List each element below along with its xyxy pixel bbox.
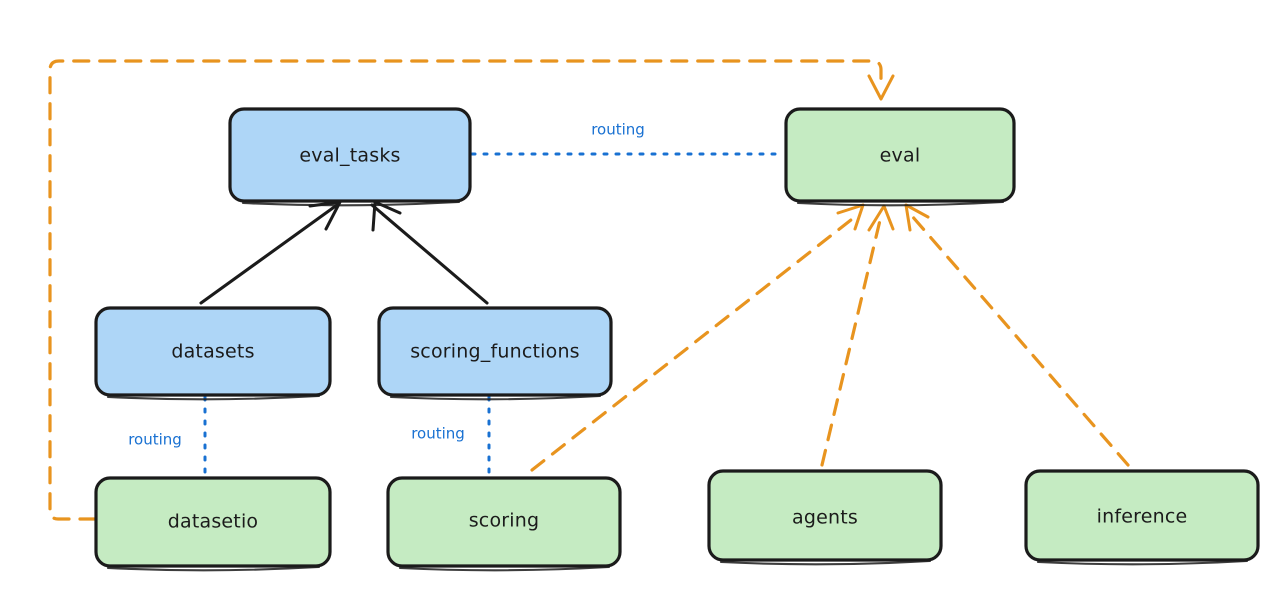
node-datasetio-shape[interactable] — [94, 476, 332, 568]
node-inference-sketch-underline — [1036, 559, 1249, 566]
node-inference-label: inference — [1097, 506, 1188, 528]
edge-agents-to-eval-arrowhead — [867, 204, 895, 232]
node-eval_tasks-shape[interactable] — [228, 107, 472, 203]
node-datasetio[interactable]: datasetio — [94, 476, 332, 572]
edge-datasets-to-eval_tasks — [199, 200, 342, 305]
edge-agents-to-eval — [820, 204, 895, 467]
node-datasetio-label: datasetio — [168, 511, 259, 533]
node-datasetio-sketch-underline — [106, 565, 321, 572]
node-scoring_functions-shape[interactable] — [377, 306, 613, 397]
node-eval_tasks[interactable]: eval_tasks — [228, 107, 472, 207]
node-scoring_functions-sketch-underline — [389, 394, 602, 401]
node-eval_tasks-label: eval_tasks — [299, 145, 400, 167]
edge-inference-to-eval-path — [910, 214, 1130, 467]
edge-label-routing-scoring_functions-scoring: routing — [411, 425, 465, 443]
node-agents-sketch-underline — [719, 559, 932, 566]
node-datasets-sketch-underline — [106, 394, 321, 401]
node-inference-shape[interactable] — [1024, 469, 1260, 562]
node-datasets-shape[interactable] — [94, 306, 332, 397]
edge-label-routing-eval_tasks-eval: routing — [591, 121, 645, 139]
node-scoring_functions[interactable]: scoring_functions — [377, 306, 613, 401]
node-scoring[interactable]: scoring — [386, 476, 622, 572]
edge-label-layer: routing routing routing — [128, 121, 645, 449]
edge-scoring_functions-to-eval_tasks-path — [370, 203, 489, 305]
node-datasets[interactable]: datasets — [94, 306, 332, 401]
node-scoring-label: scoring — [469, 510, 540, 532]
node-agents[interactable]: agents — [707, 469, 943, 566]
edge-scoring_functions-to-eval_tasks — [370, 200, 489, 305]
node-eval-sketch-underline — [796, 200, 1005, 207]
node-scoring_functions-label: scoring_functions — [410, 341, 580, 363]
node-eval[interactable]: eval — [784, 107, 1016, 207]
node-layer: eval_tasks eval datasets scoring_functio… — [94, 107, 1260, 572]
node-agents-shape[interactable] — [707, 469, 943, 562]
edge-datasetio-to-eval — [48, 59, 895, 521]
node-eval-label: eval — [880, 145, 921, 167]
node-inference[interactable]: inference — [1024, 469, 1260, 566]
edge-agents-to-eval-path — [820, 214, 883, 467]
node-eval_tasks-sketch-underline — [241, 200, 461, 207]
node-agents-label: agents — [792, 507, 858, 529]
edge-label-routing-datasets-datasetio: routing — [128, 431, 182, 449]
edge-datasetio-to-eval-path — [48, 59, 883, 521]
edge-inference-to-eval-arrowhead — [904, 203, 930, 232]
node-scoring-shape[interactable] — [386, 476, 622, 568]
node-eval-shape[interactable] — [784, 107, 1016, 203]
edge-inference-to-eval — [904, 203, 1130, 467]
node-datasets-label: datasets — [171, 341, 254, 363]
edge-layer — [48, 59, 1130, 521]
node-scoring-sketch-underline — [398, 565, 611, 572]
edge-datasetio-to-eval-arrowhead — [867, 74, 895, 101]
edge-datasets-to-eval_tasks-path — [199, 203, 339, 305]
edge-scoring-to-eval-path — [530, 214, 858, 472]
